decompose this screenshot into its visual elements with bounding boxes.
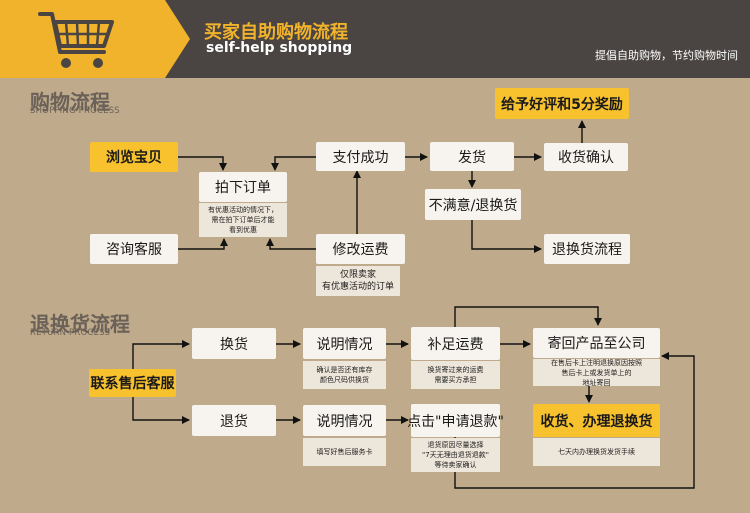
explain-exchange-step: 说明情况 — [303, 328, 386, 359]
page-title: 买家自助购物流程 — [204, 22, 348, 43]
shopping-section-subtitle: SHOPPING PROCESS — [30, 106, 120, 116]
return-section-title: 退换货流程 — [30, 312, 130, 336]
unsatisfied-return-step: 不满意/退换货 — [425, 189, 521, 220]
shopping-section-title: 购物流程 — [30, 90, 110, 114]
place-order-note: 有优惠活动的情况下， 需在拍下订单后才能 看到优惠 — [199, 203, 287, 237]
modify-shipping-fee-note: 仅限卖家 有优惠活动的订单 — [316, 266, 400, 296]
explain-refund-step: 说明情况 — [303, 405, 386, 436]
explain-refund-note: 填写好售后服务卡 — [303, 438, 386, 466]
pay-shipping-note: 换货寄过来的运费 需要买方承担 — [411, 361, 500, 389]
apply-refund-step: 点击"申请退款" — [407, 404, 504, 437]
consult-service-step: 咨询客服 — [90, 234, 178, 264]
pay-shipping-step: 补足运费 — [411, 327, 500, 360]
send-back-step: 寄回产品至公司 — [533, 328, 660, 358]
exchange-step: 换货 — [192, 328, 276, 359]
payment-success-step: 支付成功 — [316, 142, 405, 171]
shopping-cart-icon — [0, 0, 190, 78]
contact-after-sales-step: 联系售后客服 — [89, 369, 176, 397]
explain-exchange-note: 确认是否还有库存 颜色尺码供换货 — [303, 361, 386, 389]
ship-step: 发货 — [430, 142, 514, 171]
receive-handle-return-step: 收货、办理退换货 — [533, 404, 660, 437]
browse-products-step: 浏览宝贝 — [90, 142, 178, 172]
header-slogan: 提倡自助购物，节约购物时间 — [595, 49, 738, 62]
modify-shipping-fee-step: 修改运费 — [316, 234, 405, 264]
header-bar: 买家自助购物流程 self-help shopping 提倡自助购物，节约购物时… — [0, 0, 750, 78]
receive-handle-return-note: 七天内办理换货发货手续 — [533, 438, 660, 466]
apply-refund-note: 退货原因尽量选择 "7天无理由退货退款" 等待卖家确认 — [411, 438, 500, 472]
confirm-receipt-step: 收货确认 — [544, 143, 628, 171]
place-order-step: 拍下订单 — [199, 172, 287, 202]
return-process-step: 退换货流程 — [544, 234, 630, 264]
send-back-note: 在售后卡上注明退换原因按照 售后卡上或发货单上的 地址寄回 — [533, 359, 660, 387]
refund-step: 退货 — [192, 405, 276, 436]
page-subtitle: self-help shopping — [206, 40, 353, 56]
return-section-subtitle: RETURN PROCESS — [30, 328, 111, 338]
review-reward-step: 给予好评和5分奖励 — [495, 88, 629, 119]
